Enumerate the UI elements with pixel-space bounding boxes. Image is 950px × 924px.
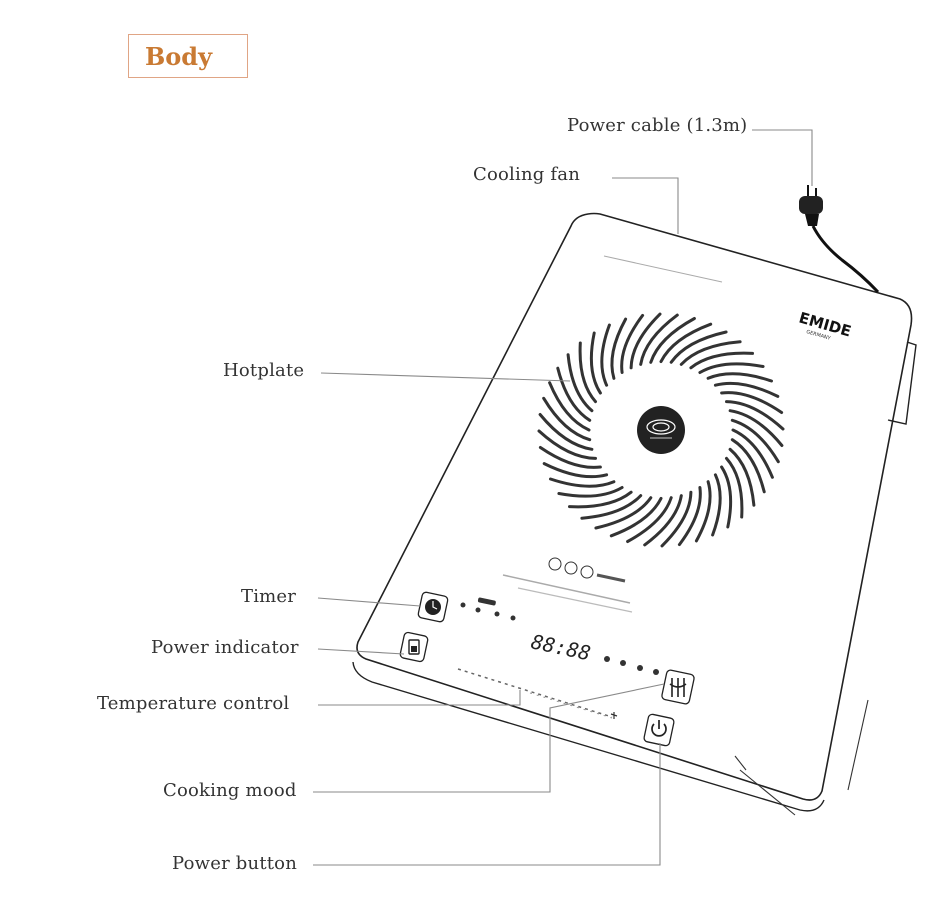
hotplate-coil-stroke (694, 480, 712, 543)
cooktop-base-foot (734, 699, 869, 816)
hotplate-coil-stroke (589, 331, 602, 395)
label-timer: Timer (241, 586, 297, 607)
cooktop-side-edge (352, 341, 917, 812)
hotplate-coil-stroke (538, 446, 602, 469)
hotplate-coil-stroke (594, 496, 653, 530)
section-title-box: Body (128, 34, 248, 78)
cooking-menu-icons (460, 597, 659, 675)
hotplate-coil-stroke (639, 313, 679, 366)
hotplate-coil-stroke (677, 486, 702, 547)
hotplate-coil-stroke (568, 490, 633, 509)
hotplate-coil-stroke (728, 409, 784, 447)
hotplate-coil-pattern (537, 312, 785, 548)
hotplate-coil-stroke (578, 341, 597, 404)
hotplate-coil-stroke (713, 381, 780, 398)
hotplate-coil-stroke (542, 396, 592, 442)
hotplate-coil-stroke (620, 313, 645, 374)
induction-coil-icon (646, 419, 676, 439)
hotplate-coil-stroke (660, 490, 693, 548)
hotplate-coil-stroke (580, 494, 643, 520)
label-cooling-fan: Cooling fan (473, 164, 580, 185)
hotplate-coil-stroke (725, 456, 744, 519)
hotplate-coil-stroke (659, 322, 713, 364)
cooking-mode-button[interactable] (661, 669, 695, 705)
hotplate-coil-stroke (679, 340, 742, 366)
hotplate-coil-stroke (537, 429, 597, 460)
hotplate-coil-stroke (731, 428, 774, 479)
hotplate-coil-stroke (728, 447, 756, 507)
label-power-cable: Power cable (1.3m) (567, 115, 748, 136)
label-power-button: Power button (172, 853, 298, 874)
hotplate-coil-stroke (610, 317, 628, 380)
leader-cooking-mood (313, 683, 665, 793)
hotplate-coil-stroke (609, 496, 663, 538)
leader-power-indicator (317, 648, 405, 655)
leader-power-cable (752, 129, 813, 186)
hotplate-coil-stroke (698, 362, 765, 374)
safety-icons-row (502, 557, 633, 613)
hotplate-coil-stroke (669, 330, 728, 364)
hotplate-coil-stroke (725, 400, 785, 431)
hotplate-coil-stroke (600, 323, 611, 387)
power-button[interactable] (643, 713, 675, 747)
hotplate-coil-stroke (706, 372, 773, 383)
hotplate-coil-stroke (649, 317, 696, 364)
hotplate-coil-stroke (720, 391, 784, 414)
hotplate-coil-stroke (720, 465, 733, 529)
hotplate-center-badge (637, 406, 685, 454)
hotplate-coil-stroke (626, 496, 673, 543)
hotplate-coil-stroke (689, 351, 754, 370)
hotplate-coil-stroke (548, 381, 591, 432)
power-icon (651, 720, 667, 737)
leader-hotplate (320, 372, 571, 382)
leader-cooling-fan (612, 177, 679, 234)
timer-button[interactable] (417, 591, 449, 623)
cutlery-icon (669, 678, 687, 697)
hotplate-coil-stroke (711, 473, 722, 537)
label-power-indicator: Power indicator (151, 637, 299, 658)
hotplate-coil-stroke (549, 477, 616, 488)
power-plug-icon (799, 185, 880, 294)
cooktop-top-surface (356, 212, 913, 801)
hotplate-coil-stroke (538, 413, 594, 451)
hotplate-coil-stroke (629, 312, 662, 370)
label-hotplate: Hotplate (223, 360, 305, 381)
leader-power-button (313, 743, 661, 866)
power-indicator-button[interactable] (399, 631, 429, 663)
power-level-icon (408, 639, 420, 655)
section-title: Body (145, 41, 213, 71)
hotplate-coil-stroke (643, 494, 683, 547)
hotplate-coil-stroke (730, 438, 766, 494)
leader-lines (313, 129, 813, 866)
hotplate-coil-stroke (566, 353, 594, 413)
label-cooking-mood: Cooking mood (163, 780, 297, 801)
leader-timer (317, 597, 421, 607)
tagline-mark (603, 255, 723, 283)
hotplate-coil-stroke (542, 462, 609, 479)
hotplate-coil-stroke (557, 486, 624, 498)
leader-temperature-control (318, 690, 521, 706)
temperature-control-slider[interactable] (457, 668, 618, 719)
label-temperature-control: Temperature control (97, 693, 290, 714)
hotplate-coil-stroke (556, 366, 592, 422)
hotplate-coil-stroke (730, 418, 780, 464)
